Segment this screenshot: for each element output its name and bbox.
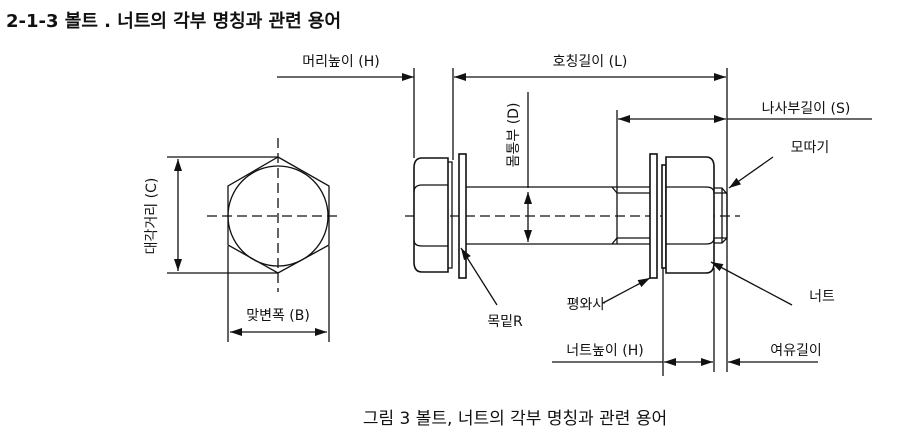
neck-radius-label: 목밑R (487, 314, 523, 330)
figure-caption: 그림 3 볼트, 너트의 각부 명칭과 관련 용어 (363, 409, 667, 429)
nut-height-label: 너트높이 (H) (566, 343, 643, 359)
bolt-side-view (405, 110, 740, 279)
section-title: 2-1-3 볼트 . 너트의 각부 명칭과 관련 용어 (6, 11, 341, 32)
head-height-label: 머리높이 (H) (302, 54, 379, 70)
nut-label: 너트 (809, 289, 835, 305)
flat-washer-label: 평와사 (567, 297, 606, 313)
hex-head-end-view (167, 138, 342, 342)
extra-length-label: 여유길이 (770, 343, 822, 359)
across-flats-label: 맞변폭 (B) (246, 308, 310, 324)
nominal-length-label: 호칭길이 (L) (553, 54, 628, 70)
across-corners-label: 대각거리 (C) (144, 178, 160, 255)
shank-label: 몸통부 (D) (506, 103, 522, 168)
chamfer-label: 모따기 (791, 140, 830, 156)
thread-length-label: 나사부길이 (S) (762, 101, 851, 117)
